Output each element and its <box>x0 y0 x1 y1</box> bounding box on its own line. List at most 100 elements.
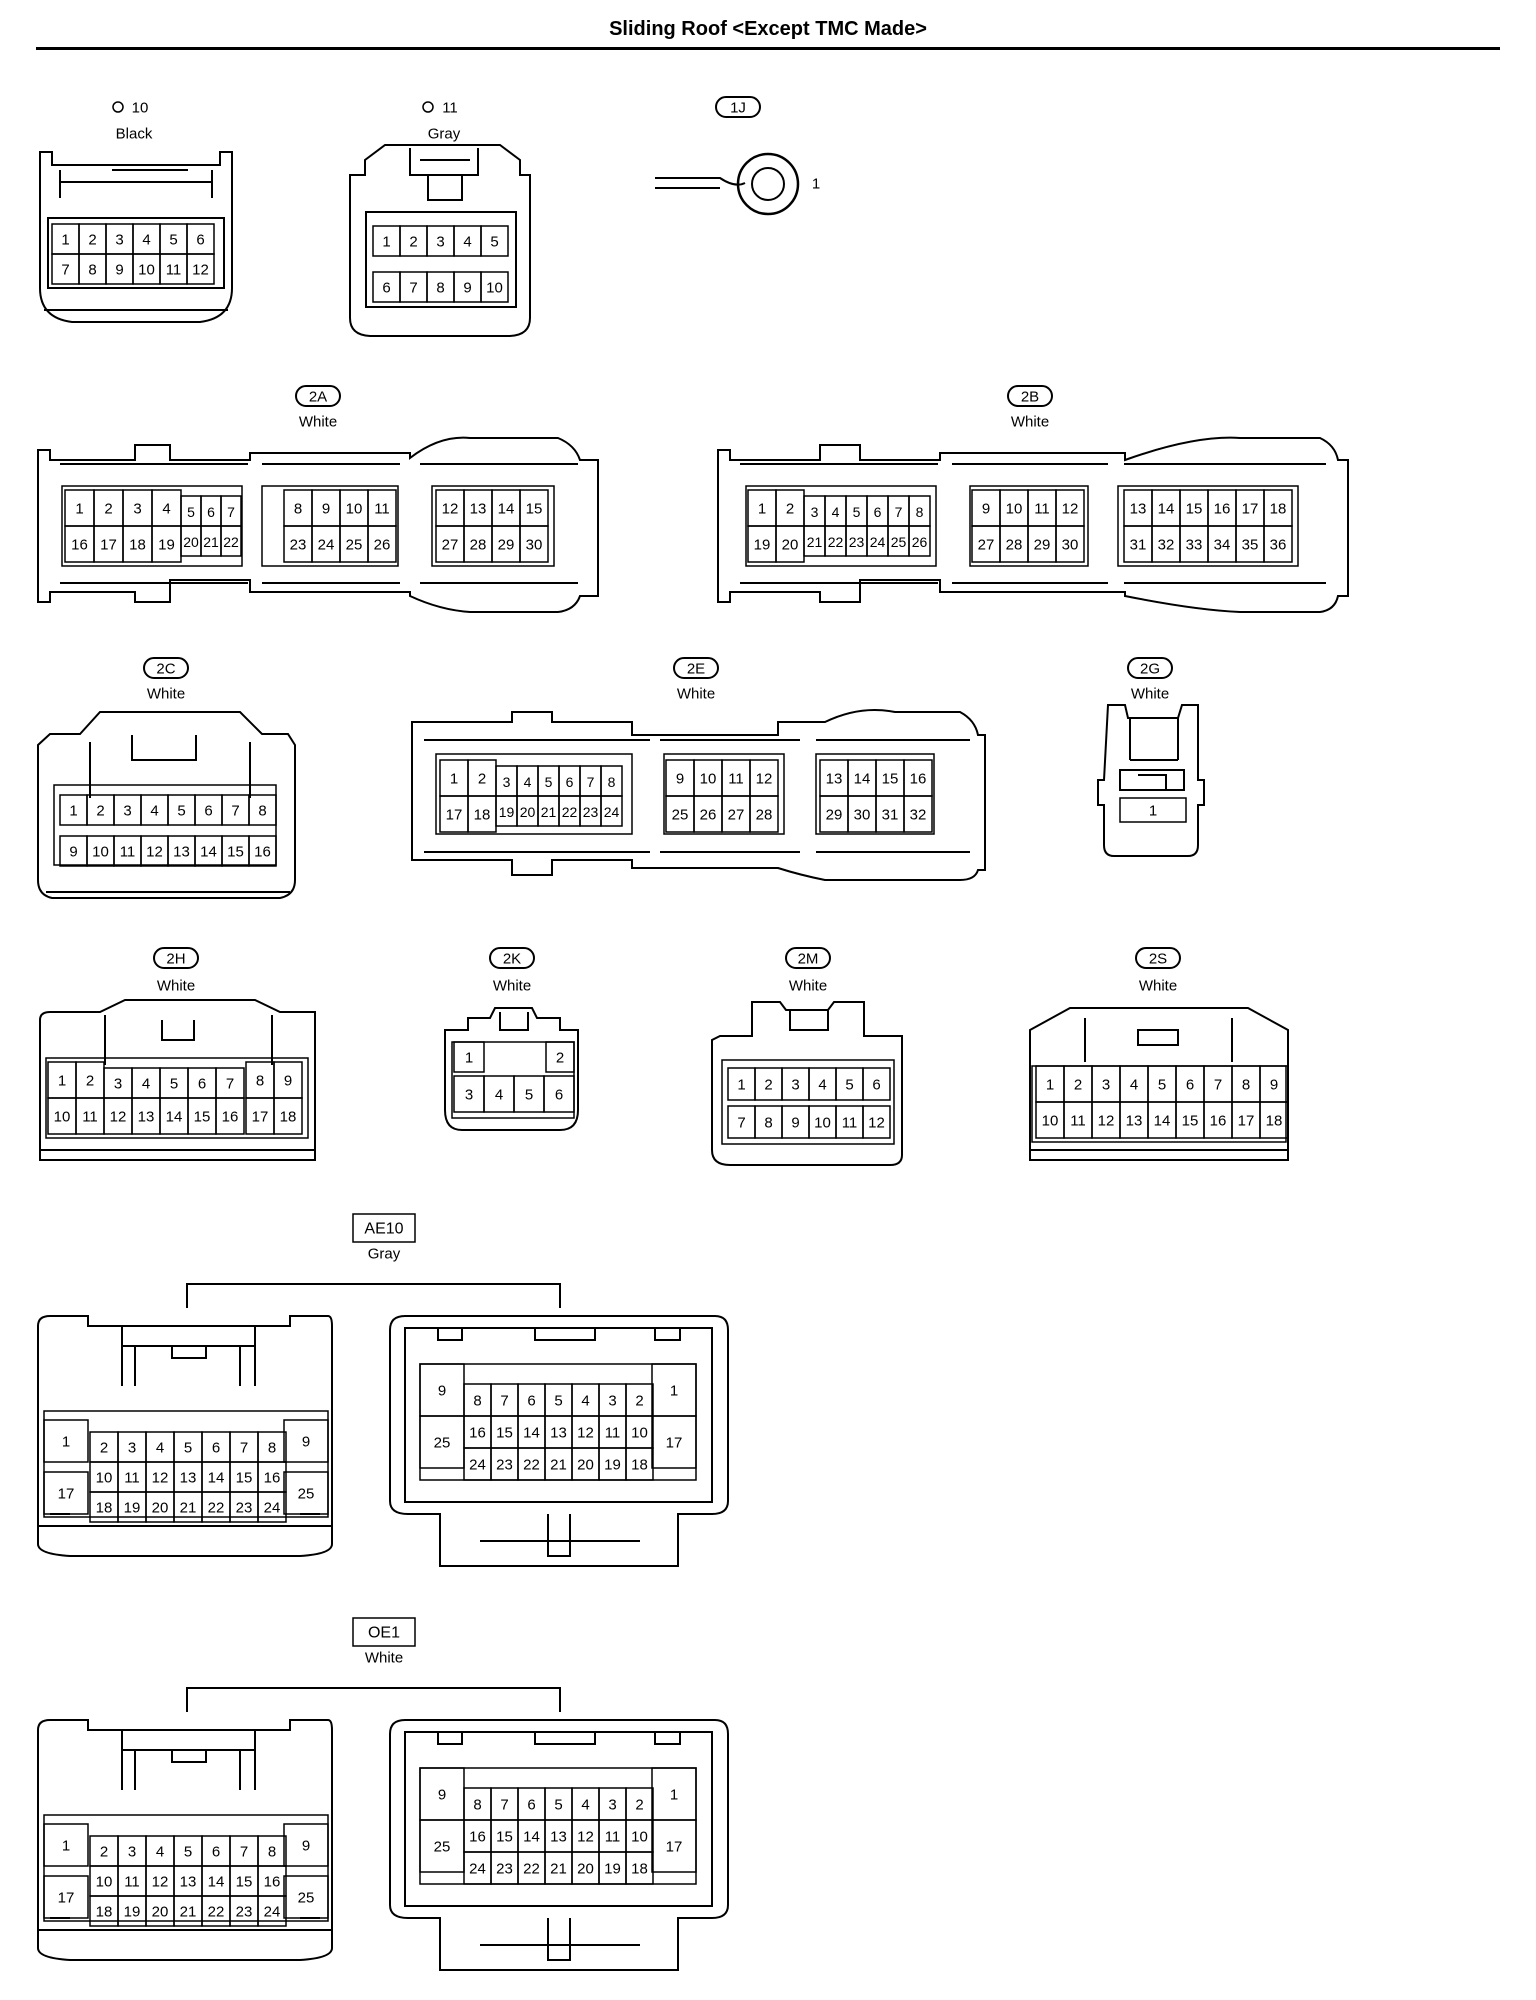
pin-label: 15 <box>526 501 543 518</box>
connector-color: Black <box>116 126 153 143</box>
pin-label: 19 <box>124 1500 141 1517</box>
pin-label: 6 <box>207 504 215 520</box>
pin-label: 13 <box>138 1109 155 1126</box>
pin-label: 18 <box>96 1904 113 1921</box>
pin-label: 9 <box>982 501 990 518</box>
pin-label: 12 <box>192 262 209 279</box>
pin-label: 3 <box>436 234 444 251</box>
pin-label: 20 <box>152 1500 169 1517</box>
pin-label: 29 <box>826 807 843 824</box>
pin-label: 16 <box>910 771 927 788</box>
pin-label: 18 <box>474 807 491 824</box>
connector-code-oval <box>715 96 761 118</box>
pin-label: 27 <box>978 537 995 554</box>
pin-label: 21 <box>180 1500 197 1517</box>
pin-label: 6 <box>212 1844 220 1861</box>
pin-label: 30 <box>526 537 543 554</box>
view-bracket <box>186 1283 561 1308</box>
pin-label: 6 <box>872 1077 880 1094</box>
pin-label: 11 <box>605 1425 621 1442</box>
pin-label: 26 <box>700 807 717 824</box>
pin-label: 32 <box>1158 537 1175 554</box>
pin-label: 12 <box>577 1425 594 1442</box>
pin-label: 1 <box>670 1383 678 1400</box>
pin-label: 11 <box>124 1874 140 1891</box>
pin-label: 4 <box>162 501 170 518</box>
pin-label: 25 <box>298 1890 315 1907</box>
pin-label: 17 <box>100 537 117 554</box>
pin-label: 10 <box>814 1115 831 1132</box>
pin-label: 15 <box>194 1109 211 1126</box>
pin-label: 3 <box>1102 1077 1110 1094</box>
pin-label: 16 <box>469 1425 486 1442</box>
pin-label: 2 <box>86 1073 94 1090</box>
pin-label: 6 <box>204 803 212 820</box>
pin-label: 21 <box>203 534 219 550</box>
pin-label: 6 <box>196 232 204 249</box>
pin-label: 9 <box>284 1073 292 1090</box>
pin-label: 36 <box>1270 537 1287 554</box>
pin-label: 3 <box>114 1076 122 1093</box>
connector-color: White <box>299 414 337 431</box>
pin-label: 13 <box>1126 1113 1143 1130</box>
pin-label: 10 <box>96 1874 113 1891</box>
pin-label: 11 <box>842 1115 858 1132</box>
connector-code-oval <box>143 657 189 679</box>
pin-label: 11 <box>124 1470 140 1487</box>
pin-label: 1 <box>465 1050 473 1067</box>
pin-label: 10 <box>96 1470 113 1487</box>
pin-label: 5 <box>184 1440 192 1457</box>
pin-label: 8 <box>294 501 302 518</box>
connector-code: AE10 <box>364 1221 403 1238</box>
pin-label: 5 <box>177 803 185 820</box>
connector-color: White <box>493 978 531 995</box>
pin-label: 2 <box>635 1797 643 1814</box>
connector-code-oval <box>295 385 341 407</box>
pin-label: 20 <box>152 1904 169 1921</box>
pin-label: 15 <box>882 771 899 788</box>
pin-label: 2 <box>104 501 112 518</box>
pin-label: 14 <box>1154 1113 1171 1130</box>
pin-label: 2 <box>100 1440 108 1457</box>
pin-label: 18 <box>280 1109 297 1126</box>
pin-label: 31 <box>882 807 899 824</box>
pin-label: 35 <box>1242 537 1259 554</box>
pin-label: 7 <box>500 1797 508 1814</box>
pin-label: 18 <box>631 1457 648 1474</box>
pin-label: 5 <box>554 1797 562 1814</box>
pin-label: 5 <box>184 1844 192 1861</box>
pin-label: 16 <box>254 844 271 861</box>
pin-label: 24 <box>469 1457 486 1474</box>
pin-label: 13 <box>173 844 190 861</box>
pin-label: 27 <box>442 537 459 554</box>
connector-code-oval <box>673 657 719 679</box>
pin-label: 2 <box>96 803 104 820</box>
pin-label: 7 <box>231 803 239 820</box>
circle-marker-icon <box>422 101 434 113</box>
pin-label: 13 <box>180 1470 197 1487</box>
pin-label: 30 <box>1062 537 1079 554</box>
pin-label: 15 <box>1182 1113 1199 1130</box>
pin-label: 2 <box>556 1050 564 1067</box>
connector-code: 2C <box>156 661 175 678</box>
pin-label: 5 <box>490 234 498 251</box>
pin-label: 23 <box>583 804 599 820</box>
pin-label: 1 <box>69 803 77 820</box>
pin-label: 9 <box>1270 1077 1278 1094</box>
pin-label: 5 <box>170 1076 178 1093</box>
pin-label: 11 <box>605 1829 621 1846</box>
pin-label: 7 <box>226 1076 234 1093</box>
connector-color: White <box>1131 686 1169 703</box>
pin-label: 20 <box>183 534 199 550</box>
connector-code-oval <box>1127 657 1173 679</box>
pin-label: 29 <box>1034 537 1051 554</box>
pin-label: 9 <box>463 280 471 297</box>
pin-label: 6 <box>1186 1077 1194 1094</box>
pin-label: 34 <box>1214 537 1231 554</box>
pin-label: 24 <box>264 1904 281 1921</box>
